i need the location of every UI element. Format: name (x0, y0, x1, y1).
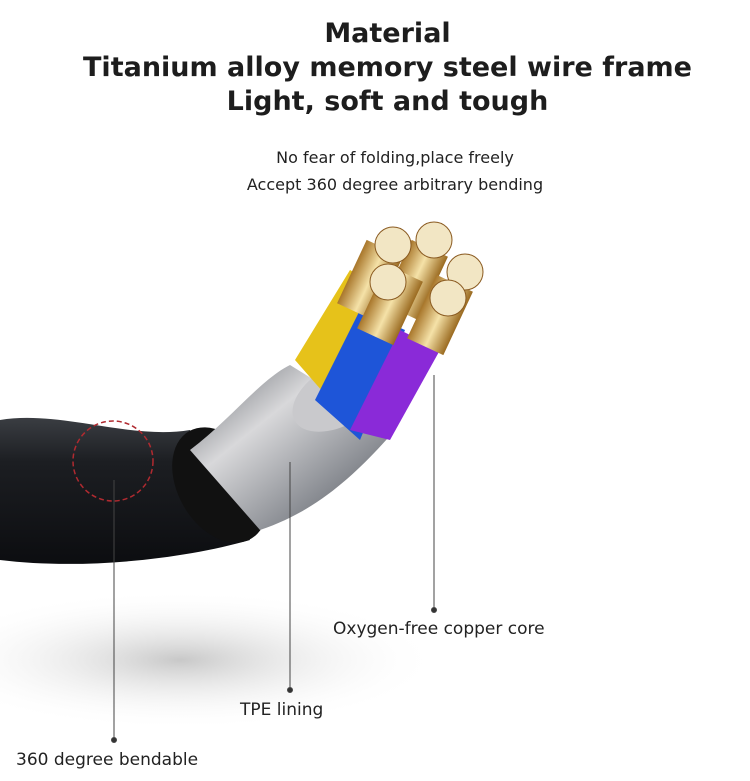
subheading-folding: No fear of folding,place freely (276, 148, 514, 167)
callout-bendable: 360 degree bendable (16, 750, 199, 770)
wire-purple (350, 330, 440, 440)
heading-frame: Titanium alloy memory steel wire frame (83, 52, 692, 83)
subheading-bending: Accept 360 degree arbitrary bending (246, 175, 544, 194)
callout-lines (111, 375, 437, 743)
bend-highlight-circle (72, 420, 154, 502)
wire-blue (315, 310, 405, 440)
copper-strands (337, 221, 484, 356)
callout-tpe-lining: TPE lining (240, 700, 324, 720)
callout-copper-core: Oxygen-free copper core (333, 619, 545, 639)
heading-material: Material (324, 18, 451, 49)
floor-shadow (0, 590, 440, 730)
heading-tough: Light, soft and tough (226, 86, 549, 117)
